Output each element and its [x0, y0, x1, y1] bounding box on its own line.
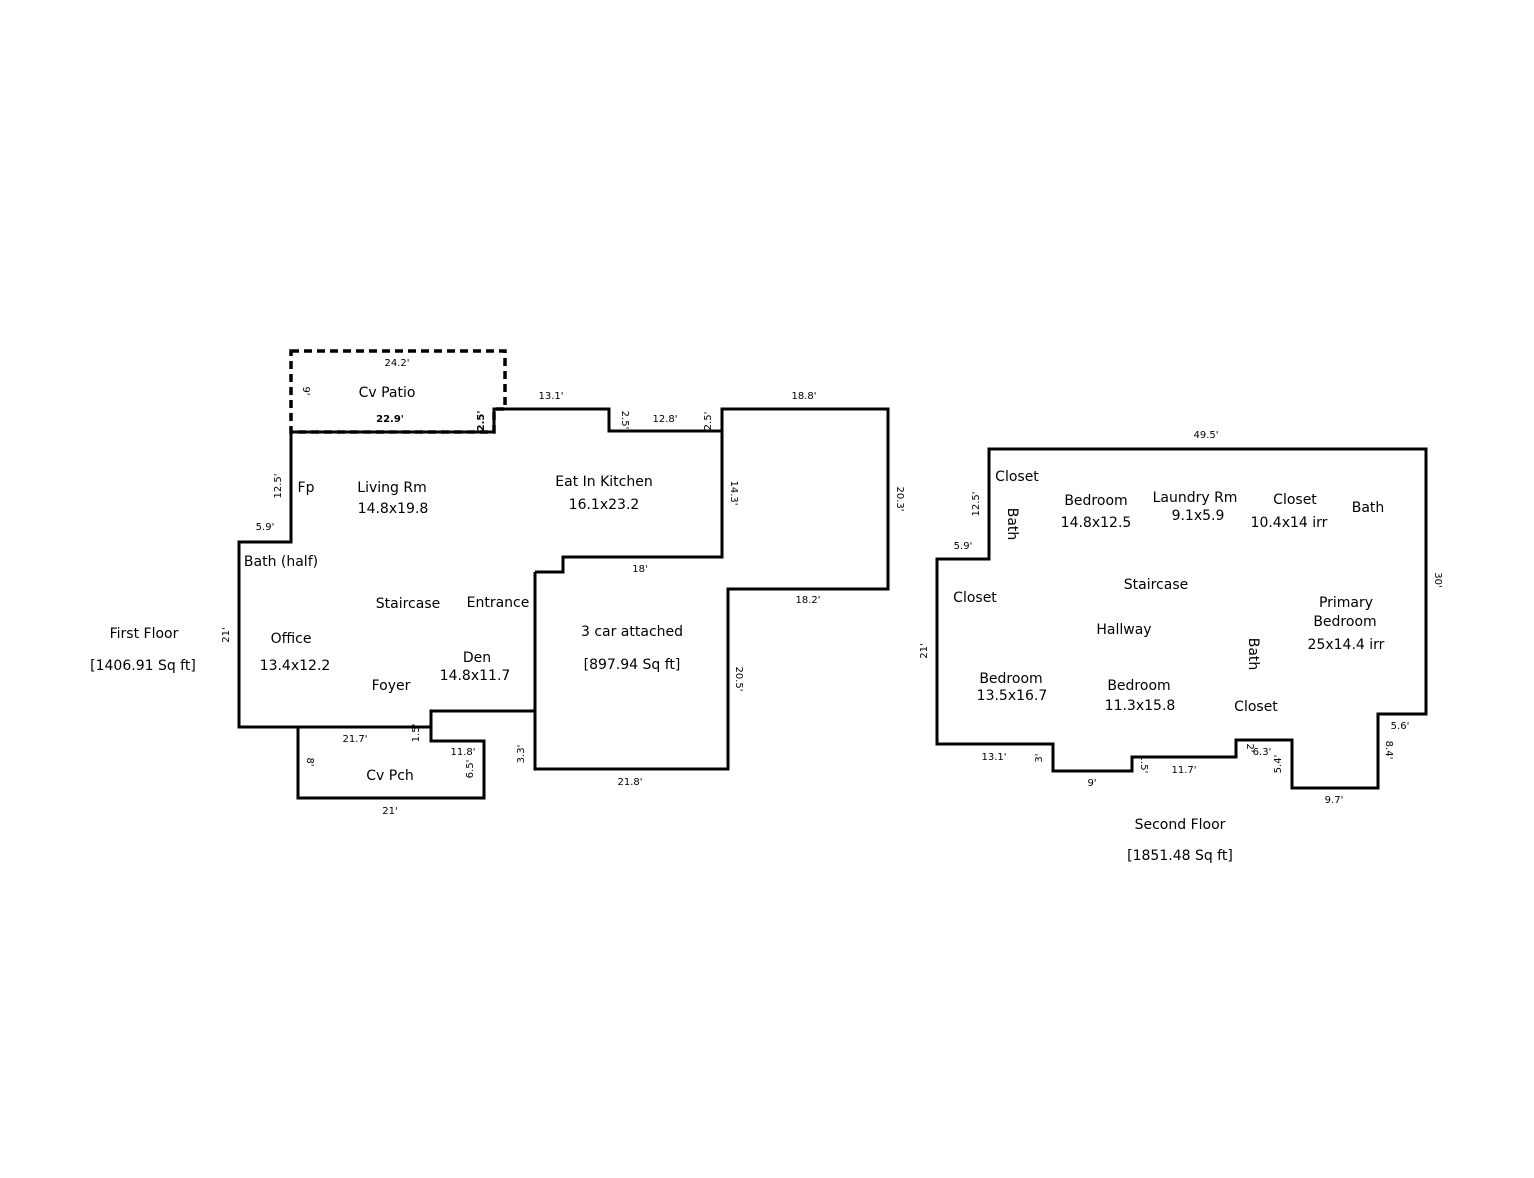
- dim-12-8: 12.8': [652, 414, 677, 425]
- first-floor: Cv Patio Fp Living Rm 14.8x19.8 Eat In K…: [90, 349, 905, 817]
- laundry-size: 9.1x5.9: [1172, 508, 1225, 524]
- dim-18-2: 18.2': [795, 595, 820, 606]
- second-floor-title: Second Floor: [1135, 817, 1226, 833]
- dim-8: 8': [304, 757, 315, 766]
- dim-49-5: 49.5': [1193, 430, 1218, 441]
- dim-30: 30': [1432, 572, 1443, 587]
- dim-patio-step: 2.5': [476, 411, 487, 432]
- dim-11-8: 11.8': [450, 747, 475, 758]
- cv-patio-label: Cv Patio: [359, 385, 416, 401]
- den-size: 14.8x11.7: [440, 668, 511, 684]
- dim-13-1: 13.1': [538, 391, 563, 402]
- dim-8-4: 8.4': [1383, 741, 1394, 760]
- dim-5-9-b: 5.9': [954, 541, 973, 552]
- second-floor-area: [1851.48 Sq ft]: [1127, 848, 1233, 864]
- staircase-2-label: Staircase: [1124, 577, 1188, 593]
- bath-2-label: Bath: [1352, 500, 1385, 516]
- dim-9-7: 9.7': [1325, 795, 1344, 806]
- dim-2-5-b: 2.5': [703, 412, 714, 431]
- living-room-size: 14.8x19.8: [358, 501, 429, 517]
- primary-label-1: Primary: [1319, 595, 1373, 611]
- bath-3-label: Bath: [1245, 638, 1261, 671]
- first-floor-area: [1406.91 Sq ft]: [90, 658, 196, 674]
- dim-porch-21: 21': [382, 806, 397, 817]
- closet-3-label: Closet: [953, 590, 997, 606]
- garage-area: [897.94 Sq ft]: [584, 657, 681, 673]
- dim-21-8: 21.8': [617, 777, 642, 788]
- bath-1-label: Bath: [1004, 508, 1020, 541]
- dim-5-6: 5.6': [1391, 721, 1410, 732]
- foyer-label: Foyer: [372, 678, 411, 694]
- dim-21-7: 21.7': [342, 734, 367, 745]
- dim-21-b: 21': [919, 643, 930, 658]
- dim-1-5: 1.5': [411, 724, 422, 743]
- office-label: Office: [271, 631, 312, 647]
- dim-patio-top: 24.2': [384, 358, 409, 369]
- covered-patio-outline: [289, 349, 507, 434]
- fireplace-label: Fp: [298, 480, 315, 496]
- first-floor-title: First Floor: [110, 626, 179, 642]
- bedroom-2-label: Bedroom: [979, 671, 1042, 687]
- dim-3: 3': [1034, 753, 1045, 762]
- dim-1-5-b: 1.5': [1138, 755, 1149, 774]
- dim-12-5-b: 12.5': [971, 491, 982, 516]
- closet-4-label: Closet: [1234, 699, 1278, 715]
- dim-6-3: 6.3': [1253, 747, 1272, 758]
- entrance-label: Entrance: [467, 595, 530, 611]
- bedroom-3-size: 11.3x15.8: [1105, 698, 1176, 714]
- bedroom-3-label: Bedroom: [1107, 678, 1170, 694]
- bedroom-2-size: 13.5x16.7: [977, 688, 1048, 704]
- bedroom-1-label: Bedroom: [1064, 493, 1127, 509]
- dim-18: 18': [632, 564, 647, 575]
- covered-porch-outline: [296, 727, 486, 800]
- dim-12-5: 12.5': [273, 473, 284, 498]
- second-floor: Closet Bath Bedroom 14.8x12.5 Laundry Rm…: [919, 430, 1443, 864]
- garage-label: 3 car attached: [581, 624, 683, 640]
- dim-5-9: 5.9': [256, 522, 275, 533]
- primary-size: 25x14.4 irr: [1308, 637, 1385, 653]
- staircase-label: Staircase: [376, 596, 440, 612]
- half-bath-label: Bath (half): [244, 554, 318, 570]
- closet-2-size: 10.4x14 irr: [1251, 515, 1328, 531]
- dim-13-1-b: 13.1': [981, 752, 1006, 763]
- office-size: 13.4x12.2: [260, 658, 331, 674]
- dim-11-7: 11.7': [1171, 765, 1196, 776]
- bedroom-1-size: 14.8x12.5: [1061, 515, 1132, 531]
- dim-18-8: 18.8': [791, 391, 816, 402]
- dim-9: 9': [1087, 778, 1096, 789]
- dim-patio-bottom: 22.9': [376, 414, 404, 425]
- primary-label-2: Bedroom: [1313, 614, 1376, 630]
- dim-20-3: 20.3': [894, 486, 905, 511]
- dim-3-3: 3.3': [516, 745, 527, 764]
- laundry-label: Laundry Rm: [1153, 490, 1238, 506]
- dim-2: 2': [1244, 743, 1255, 752]
- closet-1-label: Closet: [995, 469, 1039, 485]
- living-room-label: Living Rm: [357, 480, 426, 496]
- garage-outline: [533, 407, 890, 771]
- hallway-label: Hallway: [1096, 622, 1151, 638]
- dim-14-3: 14.3': [728, 480, 739, 505]
- eat-in-kitchen-label: Eat In Kitchen: [555, 474, 652, 490]
- dim-21: 21': [221, 627, 232, 642]
- dim-2-5-a: 2.5': [619, 411, 630, 430]
- cv-pch-label: Cv Pch: [366, 768, 414, 784]
- dim-20-5: 20.5': [733, 666, 744, 691]
- eat-in-kitchen-size: 16.1x23.2: [569, 497, 640, 513]
- den-label: Den: [463, 650, 491, 666]
- dim-patio-side: 9': [300, 386, 311, 395]
- second-floor-outline: [935, 447, 1428, 790]
- closet-2-label: Closet: [1273, 492, 1317, 508]
- dim-5-4: 5.4': [1273, 755, 1284, 774]
- dim-6-5: 6.5': [465, 760, 476, 779]
